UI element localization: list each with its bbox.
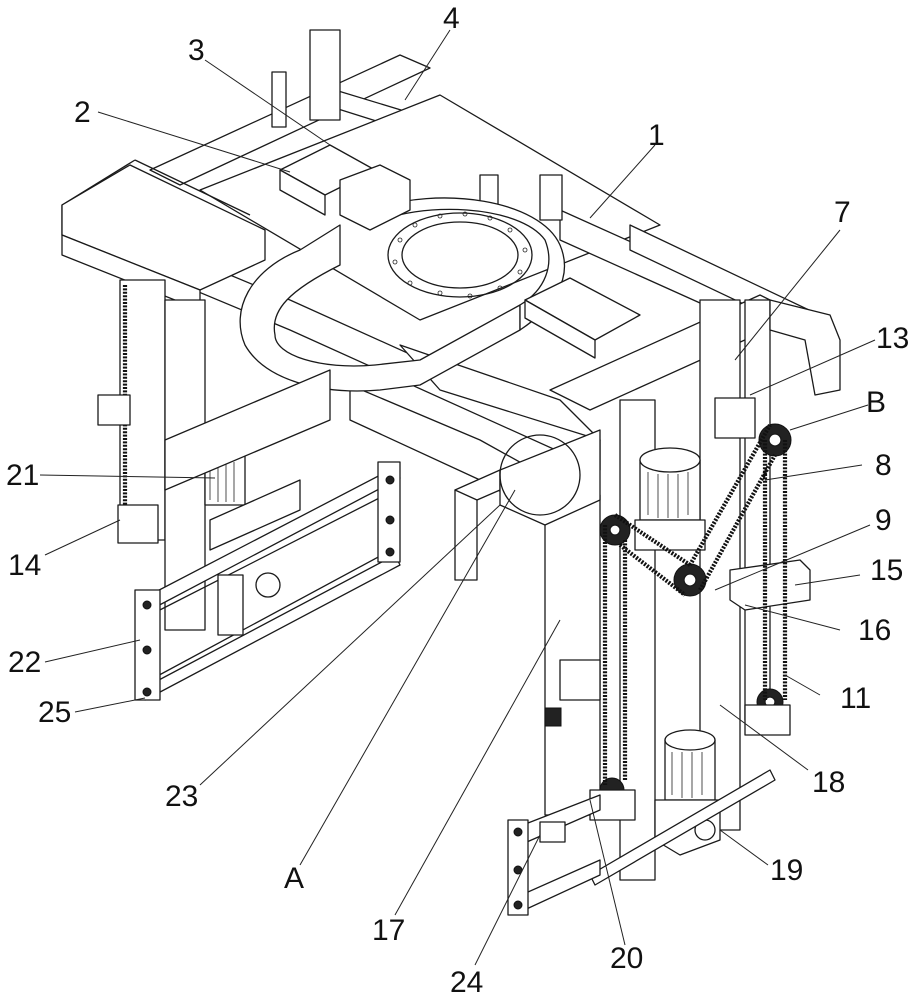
callout-19: 19	[770, 854, 803, 887]
callout-9: 9	[875, 504, 892, 537]
callout-21: 21	[6, 459, 39, 492]
leader-lines	[39, 29, 876, 966]
right-end-block	[769, 299, 841, 396]
callout-18: 18	[812, 766, 845, 799]
callout-15: 15	[870, 554, 903, 587]
callout-2: 2	[74, 96, 91, 129]
cylinder-right	[524, 277, 641, 359]
callout-16: 16	[858, 614, 891, 647]
left-gripper-frame	[134, 461, 401, 701]
callout-20: 20	[610, 942, 643, 975]
callout-b: B	[866, 386, 886, 419]
callout-a: A	[284, 862, 304, 895]
callout-22: 22	[8, 646, 41, 679]
callout-14: 14	[8, 549, 41, 582]
central-column	[454, 429, 601, 816]
callout-7: 7	[834, 196, 851, 229]
detail-circle-a	[499, 434, 581, 516]
left-lift-column	[97, 279, 331, 631]
callout-24: 24	[450, 966, 483, 999]
callout-1: 1	[648, 119, 665, 152]
callout-labels: 1 2 3 4 7 13 B 8 9 15 16 11 18 19 20 24 …	[6, 2, 909, 999]
callout-11: 11	[840, 682, 871, 715]
right-lift-assembly	[507, 299, 811, 916]
callout-4: 4	[443, 2, 460, 35]
callout-25: 25	[38, 696, 71, 729]
callout-17: 17	[372, 914, 405, 947]
callout-23: 23	[165, 780, 198, 813]
callout-13: 13	[876, 322, 909, 355]
callout-3: 3	[188, 34, 205, 67]
callout-8: 8	[875, 449, 892, 482]
cylinder-left	[279, 144, 411, 231]
